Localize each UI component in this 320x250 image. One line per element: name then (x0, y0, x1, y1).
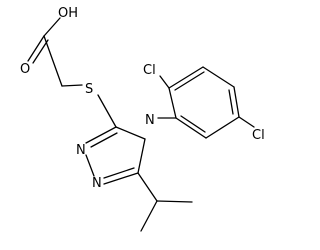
bond-c2-cl (159, 75, 170, 89)
bond-c5-n1-b (103, 167, 135, 179)
atom-label-n2: N (76, 143, 86, 158)
bond-c5-cl (238, 116, 255, 128)
atom-label-s: S (85, 82, 93, 97)
atom-label-carbonyl-o: O (20, 62, 30, 77)
bond-n2-c3-b (90, 132, 118, 148)
bond-c3-n4 (115, 126, 146, 140)
bond-ch-ch3-right (156, 200, 193, 203)
bond-c4-c5-a (233, 86, 240, 118)
bond-c1-c2 (168, 87, 177, 119)
bond-c-o-double-b (32, 39, 49, 64)
bond-c4-c5-b (228, 89, 234, 115)
atom-label-oh: OH (58, 6, 78, 21)
bond-c3-c4 (202, 66, 235, 88)
bond-c5-ch (137, 172, 158, 202)
atom-label-cl-meta: Cl (252, 128, 265, 143)
bond-n2-c3-a (85, 126, 117, 144)
atom-labels: OH O S N N N Cl Cl (20, 6, 265, 191)
bond-c-o-double-a (27, 35, 45, 62)
bond-c2-c3-a (168, 66, 204, 89)
atom-label-cl-ortho: Cl (143, 63, 156, 78)
bond-n1-n2 (85, 154, 95, 177)
bond-s-c3 (97, 94, 117, 128)
bond-c5-c6 (205, 116, 240, 139)
molecule-structure: OH O S N N N Cl Cl (20, 6, 265, 232)
bonds (27, 17, 255, 232)
bond-c-ch2 (43, 35, 63, 87)
bond-c6-c1-a (175, 117, 207, 139)
bond-ch-ch3-left (140, 200, 158, 232)
atom-label-n1: N (92, 176, 102, 191)
bond-n4-c5 (137, 138, 146, 174)
bond-c6-c1-b (180, 115, 206, 133)
bond-c2-c3-b (174, 71, 205, 91)
bond-ch2-s (61, 84, 83, 87)
atom-label-n4: N (145, 113, 155, 128)
bond-c-oh (43, 17, 61, 37)
bond-c5-n1-a (103, 172, 139, 185)
